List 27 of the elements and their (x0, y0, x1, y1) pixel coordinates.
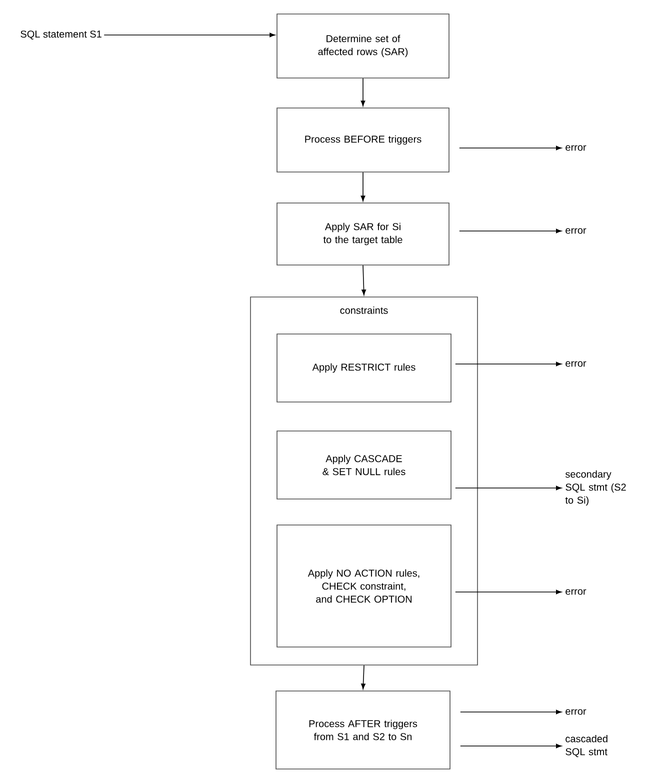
flow-text: error (566, 709, 586, 715)
process-box: Apply RESTRICT rules (276, 334, 452, 402)
process-box: Apply CASCADE & SET NULL rules (276, 430, 452, 500)
process-box: Process BEFORE triggers (276, 108, 450, 172)
arrow (455, 486, 562, 490)
arrow (362, 265, 366, 296)
arrow (455, 362, 562, 366)
arrow (460, 744, 562, 748)
arrow (459, 228, 562, 234)
process-box: Process AFTER triggers from S1 and S2 to Sn (276, 690, 450, 770)
process-box: Determine set of affected rows (SAR) (276, 14, 450, 78)
arrow (455, 590, 562, 594)
flow-text: error (566, 228, 586, 234)
arrow (360, 172, 366, 202)
flow-text: error (566, 145, 586, 151)
process-box: Apply NO ACTION rules, CHECK constraint, and CHECK OPTION (276, 524, 452, 648)
flow-text: error (566, 589, 586, 595)
arrow (361, 665, 366, 690)
arrow (360, 78, 366, 106)
flow-text: error (566, 361, 586, 367)
arrow (460, 710, 562, 714)
arrow (459, 146, 562, 150)
flow-text: cascaded SQL stmt (566, 734, 608, 758)
flow-text: SQL statement S1 (20, 30, 102, 40)
flow-text: secondary SQL stmt (S2 to Si) (565, 470, 626, 506)
arrow (104, 32, 276, 38)
process-box: Apply SAR for Si to the target table (276, 202, 450, 266)
